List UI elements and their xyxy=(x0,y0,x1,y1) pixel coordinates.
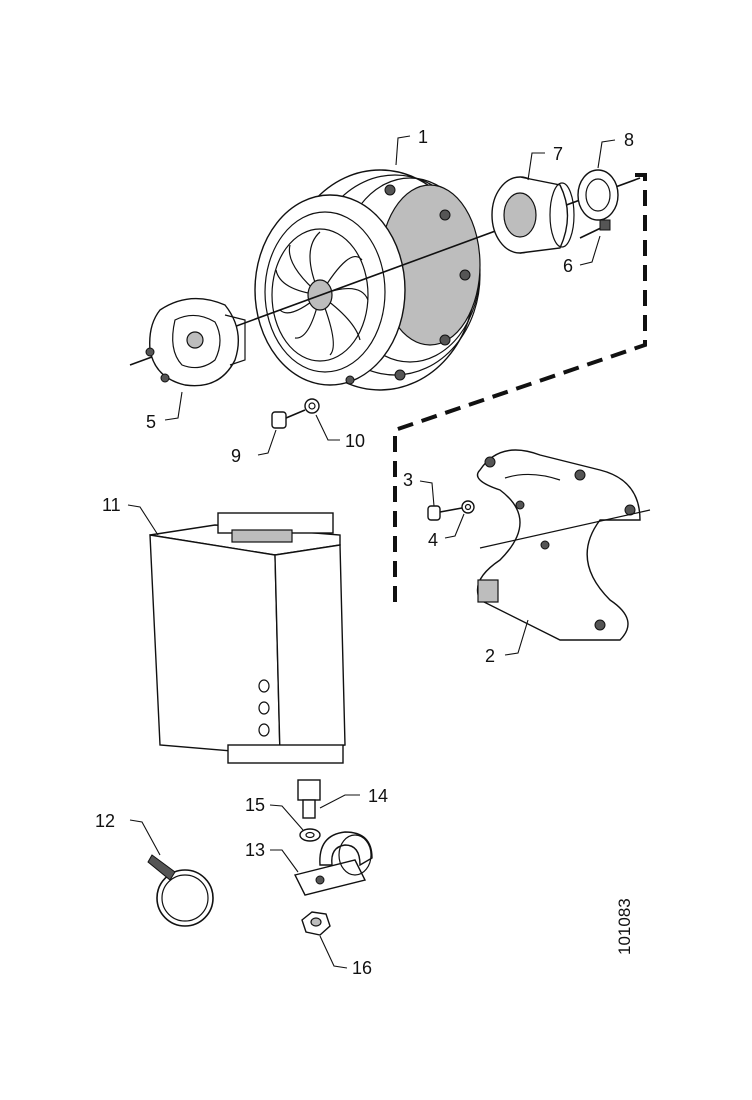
callout-10: 10 xyxy=(345,431,365,451)
dashed-assembly-guide xyxy=(393,173,647,605)
callout-16: 16 xyxy=(352,958,372,978)
figure-reference-number: 101083 xyxy=(615,898,634,955)
part-14-bolt xyxy=(297,779,321,819)
callout-7: 7 xyxy=(553,144,563,164)
callout-3: 3 xyxy=(403,470,413,490)
leader-lines xyxy=(127,135,616,969)
part-10-washer xyxy=(304,398,320,414)
callout-2: 2 xyxy=(485,646,495,666)
callout-11: 11 xyxy=(102,495,121,515)
part-8-seal-ring xyxy=(577,169,619,221)
part-5-outlet-cover xyxy=(145,297,246,387)
callout-9: 9 xyxy=(231,446,241,466)
part-9-bolt xyxy=(271,409,306,429)
part-12-hose-clamp xyxy=(147,854,214,927)
part-4-washer xyxy=(461,500,475,514)
part-6-screw xyxy=(579,219,611,239)
part-13-pipe-clamp xyxy=(293,831,373,896)
callout-5: 5 xyxy=(146,412,156,432)
part-1-turbine-housing xyxy=(254,169,481,391)
callout-4: 4 xyxy=(428,530,438,550)
part-3-bolt xyxy=(427,505,463,521)
callout-8: 8 xyxy=(624,130,634,150)
part-11-heat-shield xyxy=(149,512,346,764)
callout-1: 1 xyxy=(418,127,428,147)
part-15-washer xyxy=(299,828,321,842)
callout-12: 12 xyxy=(95,811,115,831)
part-7-bearing-housing xyxy=(491,176,575,254)
bracket-axis-line xyxy=(479,509,651,549)
callout-14: 14 xyxy=(368,786,388,806)
callout-13: 13 xyxy=(245,840,265,860)
part-16-nut xyxy=(301,911,331,936)
part-2-mounting-bracket xyxy=(476,449,641,641)
callout-15: 15 xyxy=(245,795,265,815)
callout-6: 6 xyxy=(563,256,573,276)
